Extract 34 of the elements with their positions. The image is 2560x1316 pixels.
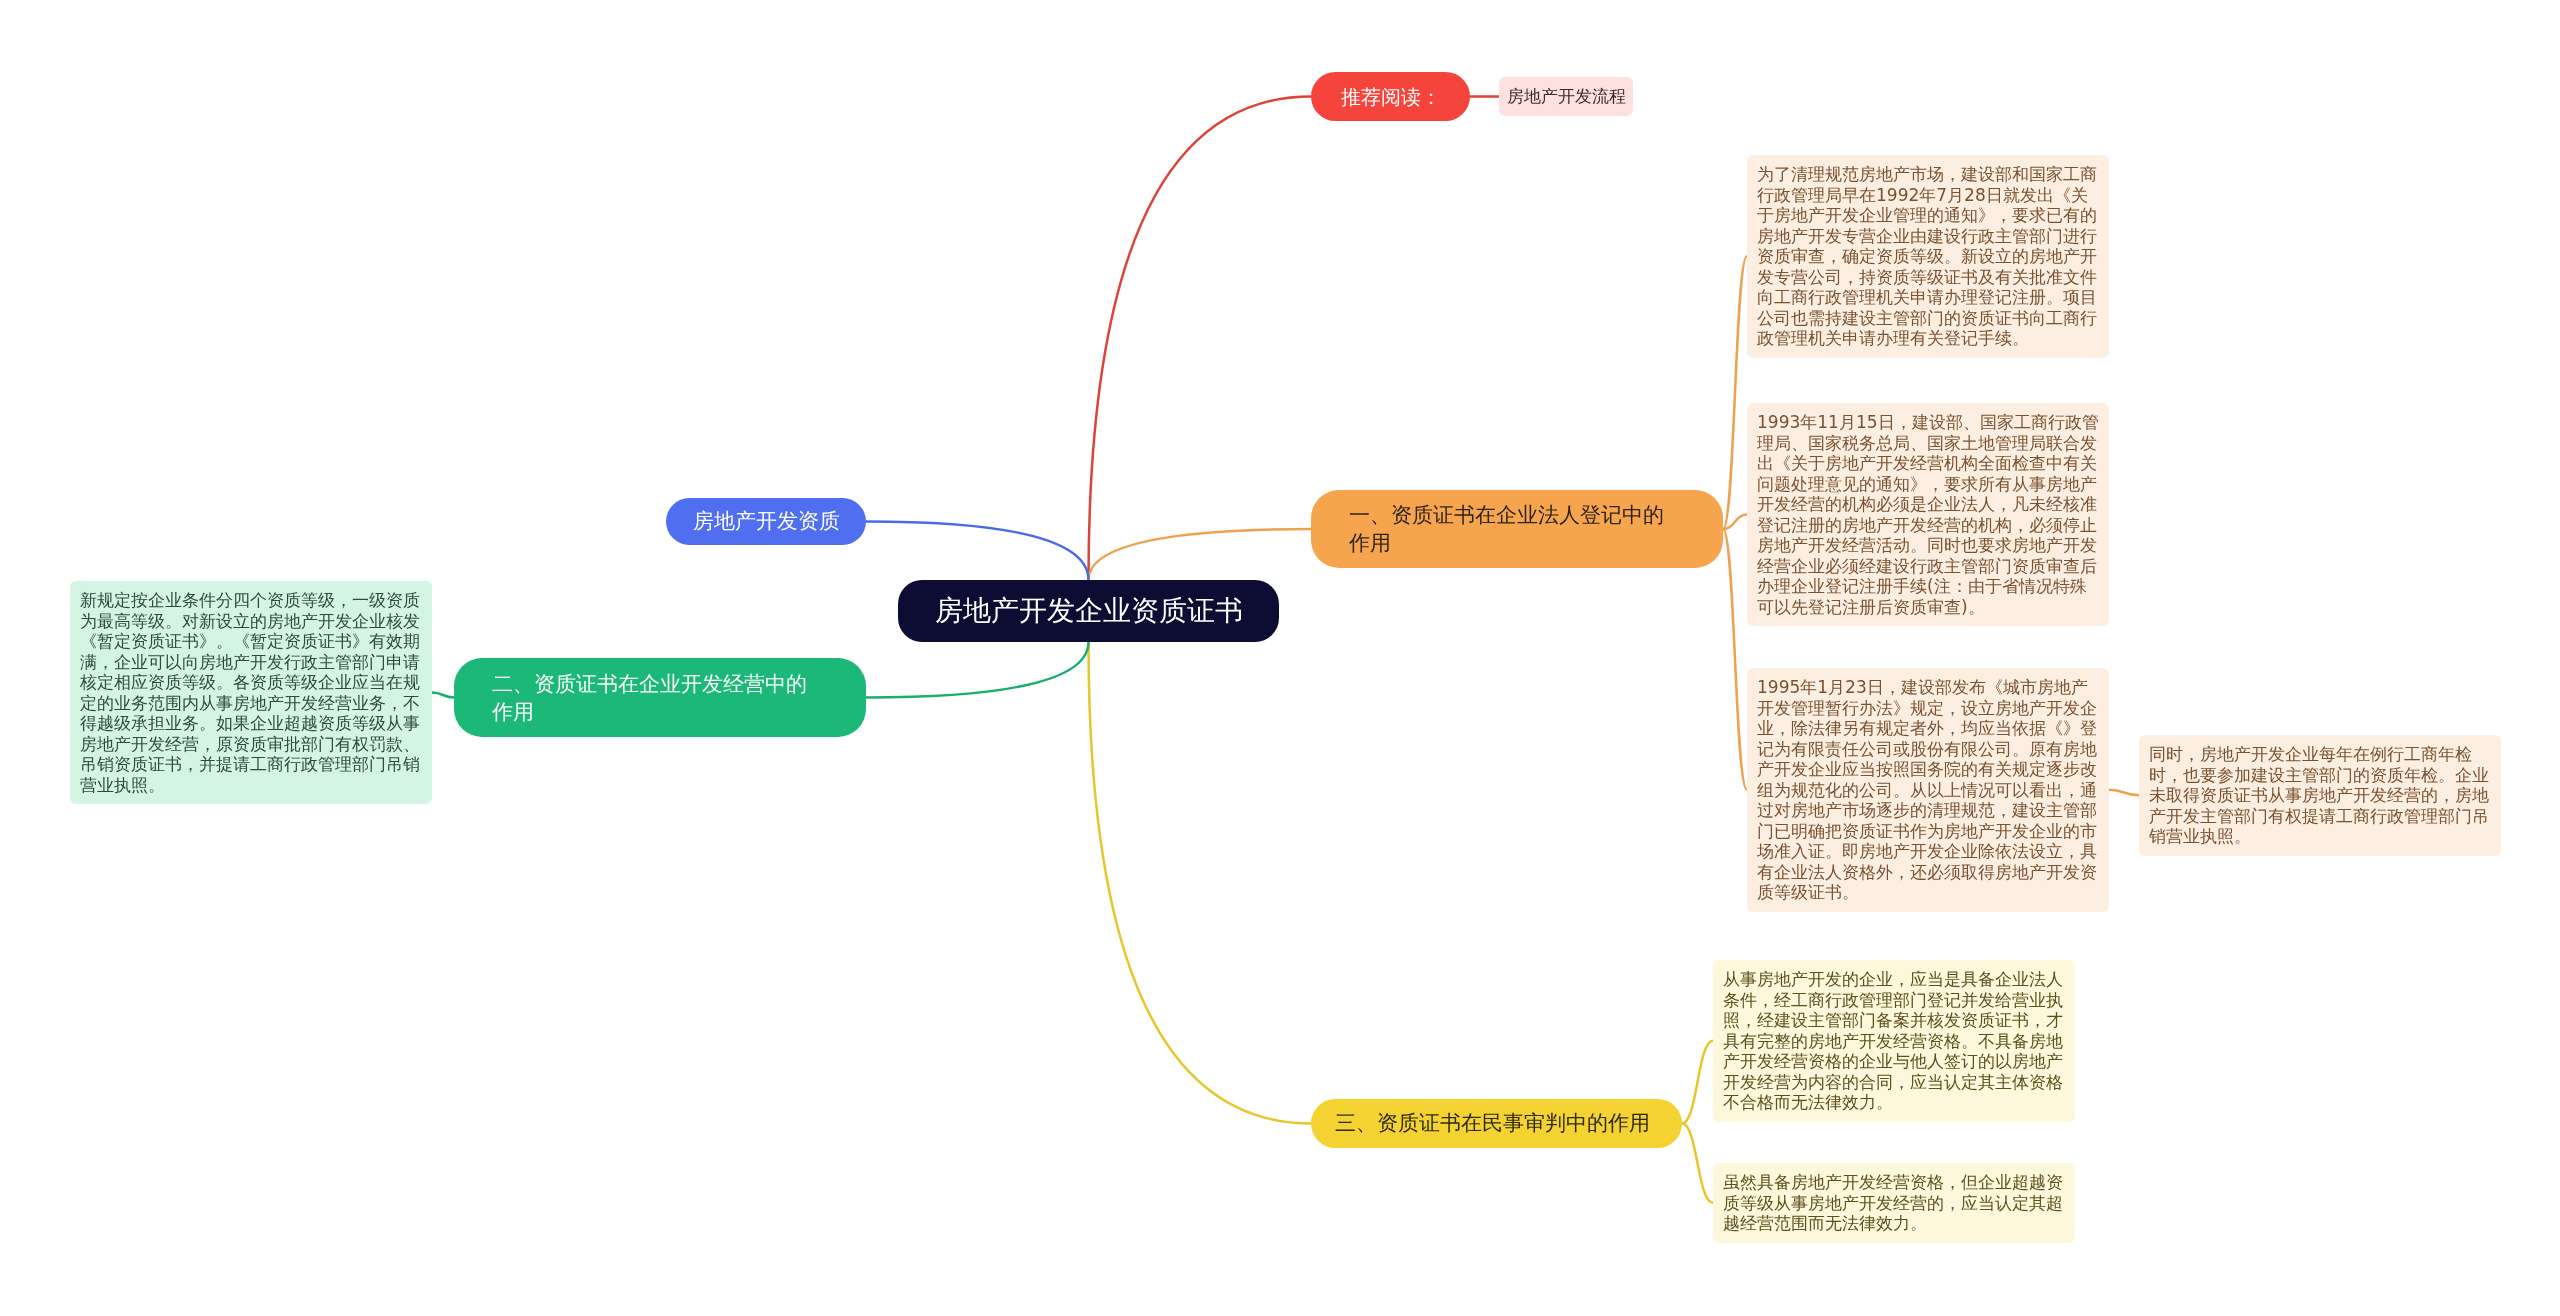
branch-topic [454, 658, 866, 737]
note-card [2139, 735, 2501, 856]
connector-line [1470, 95, 1499, 98]
branch-topic [1311, 72, 1470, 121]
note-text: 新规定按企业条件分四个资质等级，一级资质为最高等级。对新设立的房地产开发企业核发《暂定资质证书》。《暂定资质证书》有效期满，企业可以向房地产开发行政主管部门申请核定相应资质等级。各资质等级企业应当在规定的业务范围内从事房地产开发经营业务，不得越级承担业务。如果企业超越资质等级从事房地产开发经营，原资质审批部门有权罚款、吊销资质证书，并提请工商行政管理部门吊销营业执照。 [80, 590, 421, 795]
topic-text: 推荐阅读： [1340, 83, 1441, 110]
note-text: 同时，房地产开发企业每年在例行工商年检时，也要参加建设主管部门的资质年检。企业未取得资质证书从事房地产开发经营的，房地产开发主管部门有权提请工商行政管理部门吊销营业执照。 [2149, 744, 2490, 847]
branch-topic [666, 498, 866, 545]
topic-text: 房地产开发资质 [692, 507, 840, 535]
connector-line [866, 641, 1090, 699]
note-card [1713, 1163, 2075, 1243]
note-text: 虽然具备房地产开发经营资格，但企业超越资质等级从事房地产开发经营的，应当认定其超越经营范围而无法律效力。 [1723, 1172, 2064, 1234]
branch-topic [1311, 1099, 1682, 1148]
note-text: 1993年11月15日，建设部、国家工商行政管理局、国家税务总局、国家土地管理局联合发出《关于房地产开发经营机构全面检查中有关问题处理意见的通知》，要求所有从事房地产开发经营的机构必须是企业法人，凡未经核准登记注册的房地产开发经营的机构，必须停止房地产开发经营活动。同时也要求房地产开发经营企业必须经建设行政主管部门资质审查后办理企业登记注册手续(注：由于省情况特殊可以先登记注册后资质审查)。 [1757, 412, 2099, 617]
topic-text: 二、资质证书在企业开发经营中的作用 [492, 670, 808, 726]
connector-line [2108, 788, 2140, 797]
topic-text: 三、资质证书在民事审判中的作用 [1335, 1109, 1650, 1137]
connector-line [1721, 255, 1749, 530]
note-text: 为了清理规范房地产市场，建设部和国家工商行政管理局早在1992年7月28日就发出《关于房地产开发企业管理的通知》，要求已有的房地产开发专营企业由建设行政主管部门进行资质审查，确定资质等级。新设立的房地产开发专营公司，持资质等级证书及有关批准文件向工商行政管理机关申请办理登记注册。项目公司也需持建设主管部门的资质证书向工商行政管理机关申请办理有关登记手续。 [1757, 164, 2098, 349]
connector-line [866, 520, 1090, 581]
note-text: 1995年1月23日，建设部发布《城市房地产开发管理暂行办法》规定，设立房地产开发企业，除法律另有规定者外，均应当依据《》登记为有限责任公司或股份有限公司。原有房地产开发企业应当按照国务院的有关规定逐步改组为规范化的公司。从以上情况可以看出，通过对房地产市场逐步的清理规范，建设主管部门已明确把资质证书作为房地产开发企业的市场准入证。即房地产开发企业除依法设立，具有企业法人资格外，还必须取得房地产开发资质等级证书。 [1757, 677, 2098, 903]
link-tag [1499, 77, 1633, 116]
connector-line [1722, 513, 1748, 531]
central-topic [898, 580, 1279, 642]
topic-text: 一、资质证书在企业法人登记中的作用 [1349, 502, 1665, 557]
connector-line [1681, 1122, 1714, 1204]
connector-line [1681, 1039, 1714, 1125]
topic-text: 房地产开发企业资质证书 [934, 592, 1243, 629]
note-text: 从事房地产开发的企业，应当是具备企业法人条件，经工商行政管理部门登记并发给营业执照，经建设主管部门备案并核发资质证书，才具有完整的房地产开发经营资格。不具备房地产开发经营资格的企业与他人签订的以房地产开发经营为内容的合同，应当认定其主体资格不合格而无法律效力。 [1723, 969, 2064, 1113]
note-card [1713, 960, 2075, 1122]
branch-topic [1311, 490, 1723, 568]
tag-text: 房地产开发流程 [1506, 85, 1626, 108]
connector-line [1721, 528, 1749, 791]
connector-line [431, 691, 455, 699]
